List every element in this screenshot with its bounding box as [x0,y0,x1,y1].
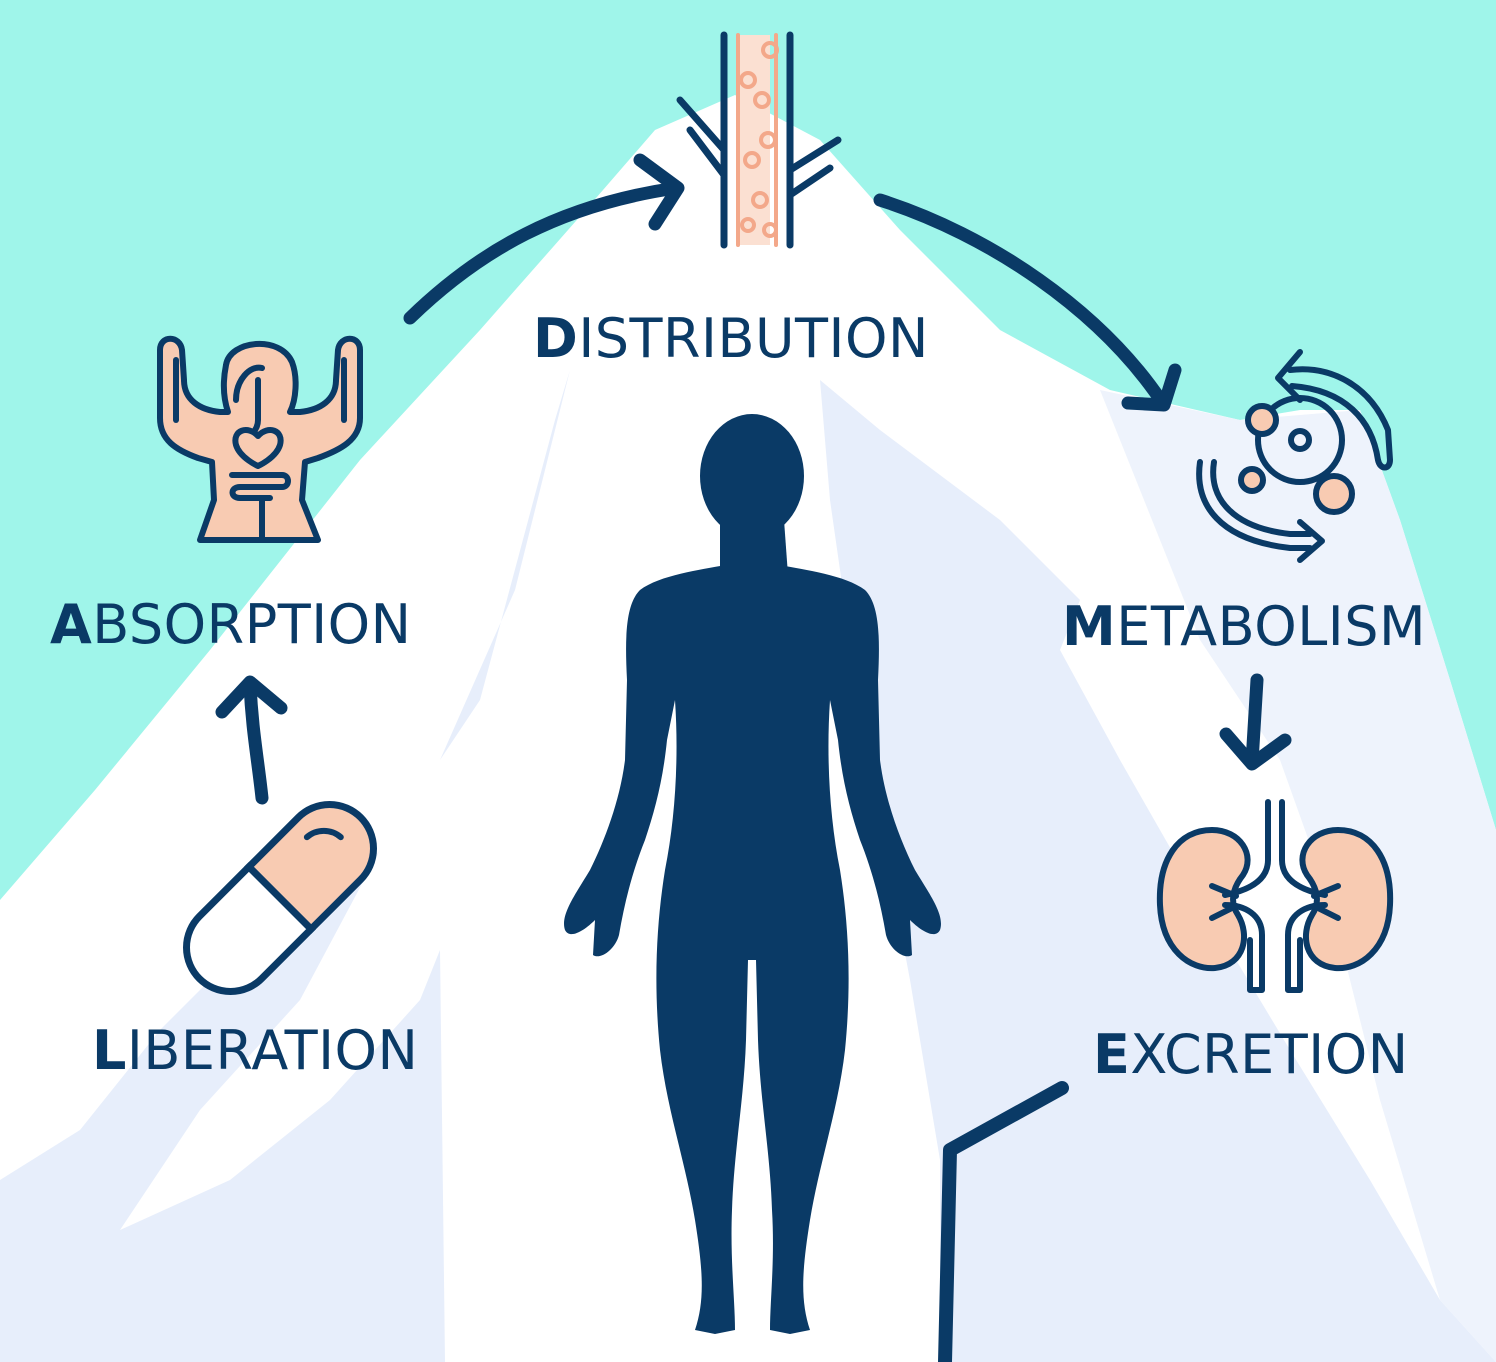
human-silhouette-icon [564,414,941,1334]
mountain-shadow-left [0,370,570,1362]
arrow-distribution-to-metabolism [873,193,1169,409]
label-excretion-initial: E [1093,1023,1131,1086]
label-absorption-initial: A [50,593,93,656]
label-metabolism-initial: M [1062,595,1117,658]
capsule-icon [183,801,377,995]
label-liberation-rest: IBERATION [126,1019,419,1082]
label-absorption: ABSORPTION [50,598,412,652]
label-excretion-rest: XCRETION [1130,1023,1409,1086]
label-distribution: DISTRIBUTION [533,312,929,366]
label-distribution-initial: D [533,307,579,370]
body-organs-icon [157,335,363,543]
label-excretion: EXCRETION [1093,1028,1409,1082]
path-line [938,1081,1069,1362]
arrow-metabolism-to-excretion [1245,673,1264,769]
mountain-shadow-bottom-left [0,950,445,1362]
arrow-absorption-to-distribution [403,181,683,325]
label-metabolism-rest: ETABOLISM [1116,595,1427,658]
label-metabolism: METABOLISM [1062,600,1426,654]
mountain-shadow-right [820,380,1496,1362]
arrow-liberation-to-absorption [243,677,269,805]
kidneys-icon [1156,799,1394,993]
mountain-shadow-far-right [1100,390,1496,1362]
blood-vessel-icon [676,31,842,249]
label-liberation: LIBERATION [92,1024,418,1078]
label-distribution-rest: ISTRIBUTION [578,307,929,370]
label-absorption-rest: BSORPTION [92,593,412,656]
label-liberation-initial: L [92,1019,127,1082]
molecule-cycle-icon [1196,349,1393,563]
